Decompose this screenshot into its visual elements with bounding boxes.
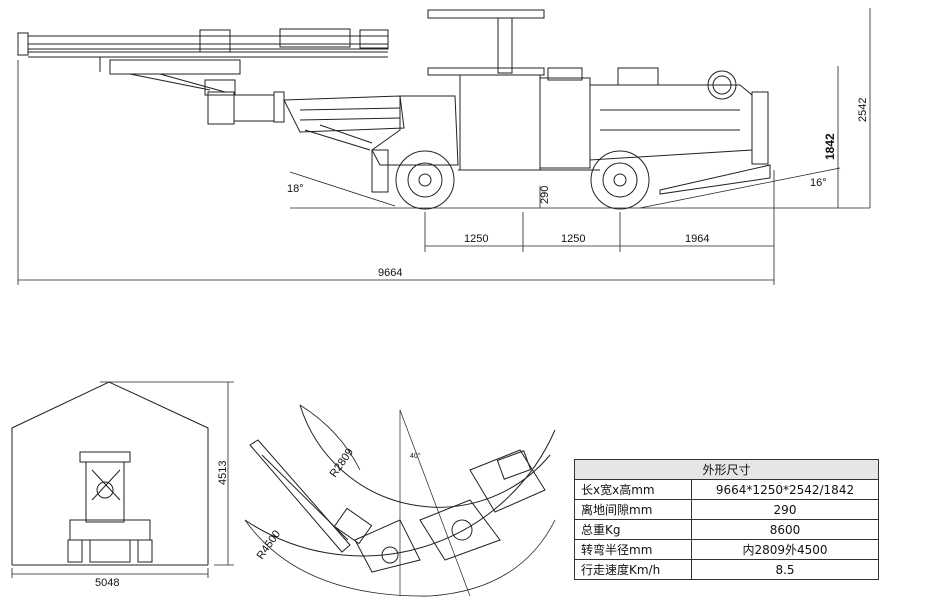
spec-table-title: 外形尺寸: [574, 459, 879, 480]
table-row: 离地间隙mm 290: [574, 499, 879, 520]
outer-turning-arc: [244, 429, 556, 557]
spec-value: 内2809外4500: [691, 539, 879, 560]
dim-turning-angle: 40°: [410, 452, 421, 460]
front-view: [11, 381, 234, 578]
spec-table: 外形尺寸 长x宽x高mm 9664*1250*2542/1842 离地间隙mm …: [574, 459, 879, 580]
inner-turning-arc: [299, 404, 551, 508]
rear-wheel: [590, 150, 650, 210]
turning-machine: [249, 439, 546, 573]
table-row: 转弯半径mm 内2809外4500: [574, 539, 879, 560]
spec-value: 8.5: [691, 559, 879, 580]
spec-value: 290: [691, 499, 879, 520]
table-row: 总重Kg 8600: [574, 519, 879, 540]
dim-front-height: 4513: [217, 461, 229, 485]
machine-front: [67, 451, 153, 563]
spec-label: 长x宽x高mm: [574, 479, 692, 500]
spec-value: 8600: [691, 519, 879, 540]
dim-inner-radius: R2809: [328, 446, 356, 479]
dim-segment-2: 1250: [561, 233, 585, 245]
dim-total-length: 9664: [378, 267, 402, 279]
dim-segment-1: 1250: [464, 233, 488, 245]
table-row: 行走速度Km/h 8.5: [574, 559, 879, 580]
dim-front-width: 5048: [95, 577, 119, 589]
drill-boom: [17, 28, 405, 151]
dim-height-canopy: 2542: [857, 98, 869, 122]
spec-label: 总重Kg: [574, 519, 692, 540]
side-view: [17, 8, 871, 285]
spec-label: 转弯半径mm: [574, 539, 692, 560]
front-wheel: [395, 150, 455, 210]
dim-segment-3: 1964: [685, 233, 709, 245]
dim-outer-radius: R4500: [255, 528, 283, 561]
turning-view: [244, 404, 556, 597]
dim-approach-angle: 18°: [287, 183, 304, 195]
spec-label: 行走速度Km/h: [574, 559, 692, 580]
dim-departure-angle: 16°: [810, 177, 827, 189]
dim-clearance: 290: [539, 186, 551, 204]
spec-label: 离地间隙mm: [574, 499, 692, 520]
chassis: [371, 9, 771, 195]
spec-value: 9664*1250*2542/1842: [691, 479, 879, 500]
dim-height-body: 1842: [823, 133, 837, 160]
table-row: 长x宽x高mm 9664*1250*2542/1842: [574, 479, 879, 500]
